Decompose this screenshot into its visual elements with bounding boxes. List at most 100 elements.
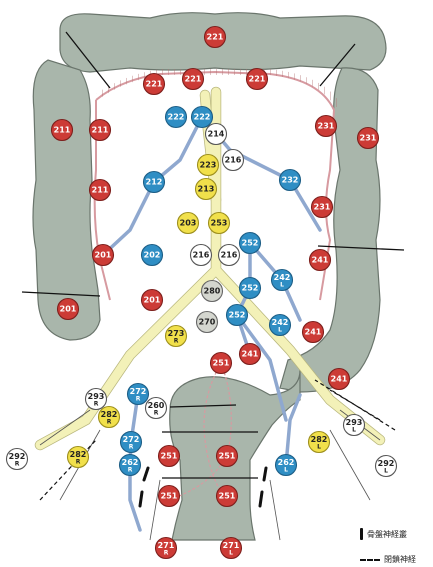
lymph-node-293: 293L bbox=[344, 415, 365, 436]
node-label: 222 bbox=[168, 113, 185, 122]
node-sublabel: R bbox=[129, 444, 134, 451]
node-sublabel: L bbox=[352, 427, 356, 434]
pelvic-plexus-mark bbox=[144, 468, 148, 480]
lymph-node-201: 201 bbox=[93, 245, 114, 266]
node-label: 241 bbox=[305, 328, 322, 337]
node-label: 213 bbox=[198, 185, 215, 194]
node-sublabel: R bbox=[174, 338, 179, 345]
node-sublabel: R bbox=[94, 401, 99, 408]
lymph-node-231: 231 bbox=[312, 197, 333, 218]
lymph-node-211: 211 bbox=[90, 120, 111, 141]
node-sublabel: R bbox=[107, 419, 112, 426]
node-label: 221 bbox=[185, 75, 202, 84]
node-label: 216 bbox=[225, 156, 242, 165]
lymph-node-203: 203 bbox=[178, 213, 199, 234]
lymph-node-252: 252 bbox=[240, 278, 261, 299]
node-label: 252 bbox=[229, 311, 246, 320]
pelvic-plexus-mark bbox=[264, 468, 266, 480]
node-label: 216 bbox=[193, 251, 210, 260]
node-sublabel: R bbox=[76, 459, 81, 466]
legend-obturator-row: 閉鎖神経 bbox=[360, 554, 432, 565]
node-label: 222 bbox=[194, 113, 211, 122]
node-sublabel: L bbox=[229, 550, 233, 557]
lymph-node-241: 241 bbox=[310, 250, 331, 271]
node-sublabel: L bbox=[280, 282, 284, 289]
lymph-node-251: 251 bbox=[211, 353, 232, 374]
node-label: 251 bbox=[161, 492, 178, 501]
node-label: 241 bbox=[312, 256, 329, 265]
lymph-node-241: 241 bbox=[329, 369, 350, 390]
node-label: 270 bbox=[199, 318, 216, 327]
lymph-node-223: 223 bbox=[198, 155, 219, 176]
nerve-line bbox=[150, 480, 160, 540]
node-label: 252 bbox=[242, 284, 259, 293]
lymph-node-280: 280 bbox=[202, 281, 223, 302]
lymph-node-252: 252 bbox=[240, 233, 261, 254]
node-label: 231 bbox=[314, 203, 331, 212]
node-label: 241 bbox=[242, 350, 259, 359]
lymph-node-221: 221 bbox=[144, 74, 165, 95]
node-label: 211 bbox=[92, 186, 109, 195]
node-label: 251 bbox=[219, 492, 236, 501]
lymph-node-216: 216 bbox=[223, 150, 244, 171]
node-label: 223 bbox=[200, 161, 217, 170]
node-sublabel: L bbox=[278, 327, 282, 334]
node-label: 221 bbox=[146, 80, 163, 89]
node-label: 221 bbox=[207, 33, 224, 42]
node-label: 201 bbox=[95, 251, 112, 260]
node-label: 221 bbox=[249, 75, 266, 84]
node-sublabel: R bbox=[15, 461, 20, 468]
node-label: 251 bbox=[161, 452, 178, 461]
legend-obturator-label: 閉鎖神経 bbox=[384, 554, 416, 565]
lymph-node-251: 251 bbox=[159, 446, 180, 467]
node-sublabel: L bbox=[317, 444, 321, 451]
node-label: 231 bbox=[318, 122, 335, 131]
node-label: 201 bbox=[144, 296, 161, 305]
node-label: 211 bbox=[54, 126, 71, 135]
lymph-node-242: 242L bbox=[270, 315, 291, 336]
node-label: 232 bbox=[282, 176, 299, 185]
lymph-node-251: 251 bbox=[217, 486, 238, 507]
lymph-node-201: 201 bbox=[58, 299, 79, 320]
lymph-node-241: 241 bbox=[303, 322, 324, 343]
legend-plexus-label: 骨盤神経叢 bbox=[367, 529, 407, 540]
lymph-node-222: 222 bbox=[192, 107, 213, 128]
lymph-node-221: 221 bbox=[205, 27, 226, 48]
node-label: 253 bbox=[211, 219, 228, 228]
lymph-node-201: 201 bbox=[142, 290, 163, 311]
nerve-line bbox=[270, 480, 280, 540]
node-label: 251 bbox=[213, 359, 230, 368]
node-sublabel: R bbox=[164, 550, 169, 557]
lymph-node-231: 231 bbox=[358, 128, 379, 149]
node-sublabel: L bbox=[384, 468, 388, 475]
node-label: 251 bbox=[219, 452, 236, 461]
ascending-colon bbox=[33, 60, 100, 340]
legend: 骨盤神経叢 閉鎖神経 bbox=[360, 528, 432, 565]
lymph-node-221: 221 bbox=[183, 69, 204, 90]
legend-plexus-row: 骨盤神経叢 bbox=[360, 528, 432, 540]
obturator-dashed-icon bbox=[360, 559, 380, 561]
node-sublabel: R bbox=[128, 467, 133, 474]
node-label: 252 bbox=[242, 239, 259, 248]
lymph-node-282: 282R bbox=[68, 447, 89, 468]
node-label: 201 bbox=[60, 305, 77, 314]
lymph-node-251: 251 bbox=[159, 486, 180, 507]
lymph-node-242: 242L bbox=[272, 270, 293, 291]
node-label: 214 bbox=[208, 130, 225, 139]
nerve-line bbox=[330, 430, 370, 500]
node-label: 212 bbox=[146, 178, 163, 187]
node-label: 280 bbox=[204, 287, 221, 296]
lymph-node-211: 211 bbox=[52, 120, 73, 141]
lymph-node-216: 216 bbox=[191, 245, 212, 266]
